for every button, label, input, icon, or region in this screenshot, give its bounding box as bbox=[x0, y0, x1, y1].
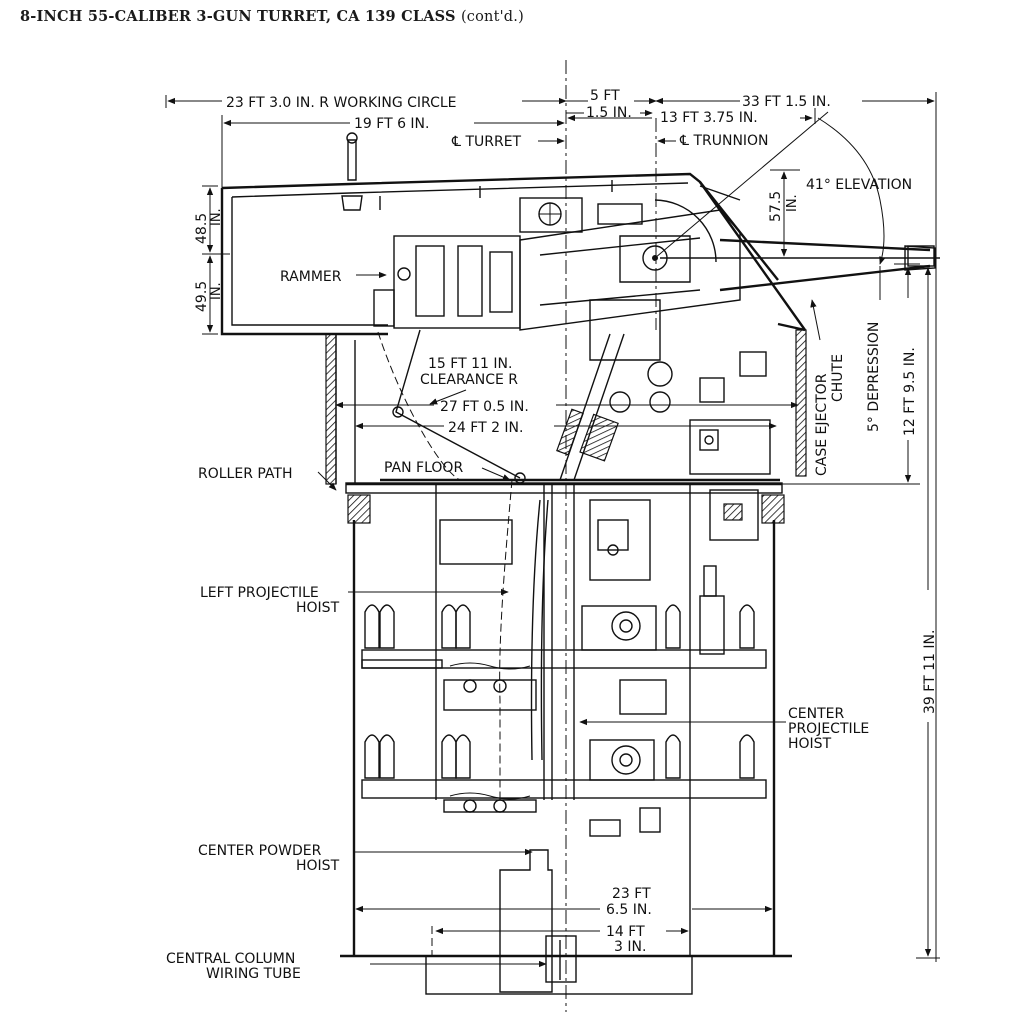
one-five-in-label: 1.5 IN. bbox=[586, 105, 632, 121]
center-hoist-label-line1: CENTER bbox=[788, 706, 844, 722]
ejector-chute-label-line2: CHUTE bbox=[830, 354, 846, 402]
powder-hoist-label-line2: HOIST bbox=[296, 858, 340, 874]
wiring-tube-label-line1: CENTRAL COLUMN bbox=[166, 951, 295, 967]
projectile-stack-right bbox=[665, 604, 755, 779]
twelve-ft-label: 12 FT 9.5 IN. bbox=[902, 347, 918, 436]
dimension-labels: 23 FT 3.0 IN. R WORKING CIRCLE 5 FT 1.5 … bbox=[194, 88, 938, 955]
dim-57-5-label: 57.5 bbox=[768, 191, 784, 222]
powder-hoist-label-line1: CENTER POWDER bbox=[198, 843, 322, 859]
thirty-three-ft-label: 33 FT 1.5 IN. bbox=[742, 94, 831, 110]
dim-48-5-unit: IN. bbox=[209, 208, 224, 226]
fourteen-ft-inches-label: 3 IN. bbox=[614, 939, 646, 955]
page-title: 8-INCH 55-CALIBER 3-GUN TURRET, CA 139 C… bbox=[20, 8, 524, 25]
page-title-suffix: (cont'd.) bbox=[460, 9, 524, 25]
trunnion-centerline-label: ℄ TRUNNION bbox=[679, 133, 769, 149]
dimension-lines bbox=[165, 92, 940, 962]
roller-path-label: ROLLER PATH bbox=[198, 466, 293, 482]
rammer-label: RAMMER bbox=[280, 269, 342, 285]
hoist-chain-drives bbox=[443, 662, 537, 813]
dim-49-5-label: 49.5 bbox=[194, 281, 210, 312]
center-hoist-label-line3: HOIST bbox=[788, 736, 832, 752]
center-hoist-machinery bbox=[439, 489, 759, 837]
twentythree-ft-label: 23 FT bbox=[612, 886, 651, 902]
leader-lines bbox=[317, 271, 821, 968]
dim-48-5-label: 48.5 bbox=[194, 213, 210, 244]
right-skirt-plate bbox=[795, 329, 807, 477]
turret-centerline-label: ℄ TURRET bbox=[451, 134, 522, 150]
fourteen-ft-label: 14 FT bbox=[606, 924, 645, 940]
wiring-tube-label-line2: WIRING TUBE bbox=[206, 966, 301, 982]
gun-and-slide bbox=[373, 185, 940, 484]
dim-49-5-unit: IN. bbox=[209, 282, 224, 300]
center-hoist-label-line2: PROJECTILE bbox=[788, 721, 869, 737]
page-title-main: 8-INCH 55-CALIBER 3-GUN TURRET, CA 139 C… bbox=[20, 8, 456, 25]
working-circle-label: 23 FT 3.0 IN. R WORKING CIRCLE bbox=[226, 95, 457, 111]
component-labels: RAMMER ROLLER PATH PAN FLOOR LEFT PROJEC… bbox=[166, 269, 869, 982]
pan-floor-label: PAN FLOOR bbox=[384, 460, 463, 476]
twentythree-ft-inches-label: 6.5 IN. bbox=[606, 902, 652, 918]
clearance-label: CLEARANCE R bbox=[420, 372, 518, 388]
left-hoist-label-line1: LEFT PROJECTILE bbox=[200, 585, 319, 601]
thirtynine-ft-label: 39 FT 11 IN. bbox=[922, 630, 938, 714]
twentyfour-ft-label: 24 FT 2 IN. bbox=[448, 420, 523, 436]
nineteen-ft-label: 19 FT 6 IN. bbox=[354, 116, 429, 132]
left-skirt-plate bbox=[325, 333, 337, 485]
thirteen-ft-label: 13 FT 3.75 IN. bbox=[660, 110, 758, 126]
projectile-stack-left bbox=[364, 604, 471, 779]
five-ft-label: 5 FT bbox=[590, 88, 620, 104]
roof-fittings bbox=[341, 132, 613, 211]
fifteen-ft-label: 15 FT 11 IN. bbox=[428, 356, 512, 372]
twentyseven-ft-label: 27 FT 0.5 IN. bbox=[440, 399, 529, 415]
depression-label: 5° DEPRESSION bbox=[866, 322, 882, 432]
dim-57-5-unit: IN. bbox=[785, 194, 800, 212]
turret-structure bbox=[220, 60, 940, 1012]
elevation-label: 41° ELEVATION bbox=[806, 177, 912, 193]
ejector-chute-label-line1: CASE EJECTOR bbox=[814, 373, 830, 476]
left-hoist-label-line2: HOIST bbox=[296, 600, 340, 616]
